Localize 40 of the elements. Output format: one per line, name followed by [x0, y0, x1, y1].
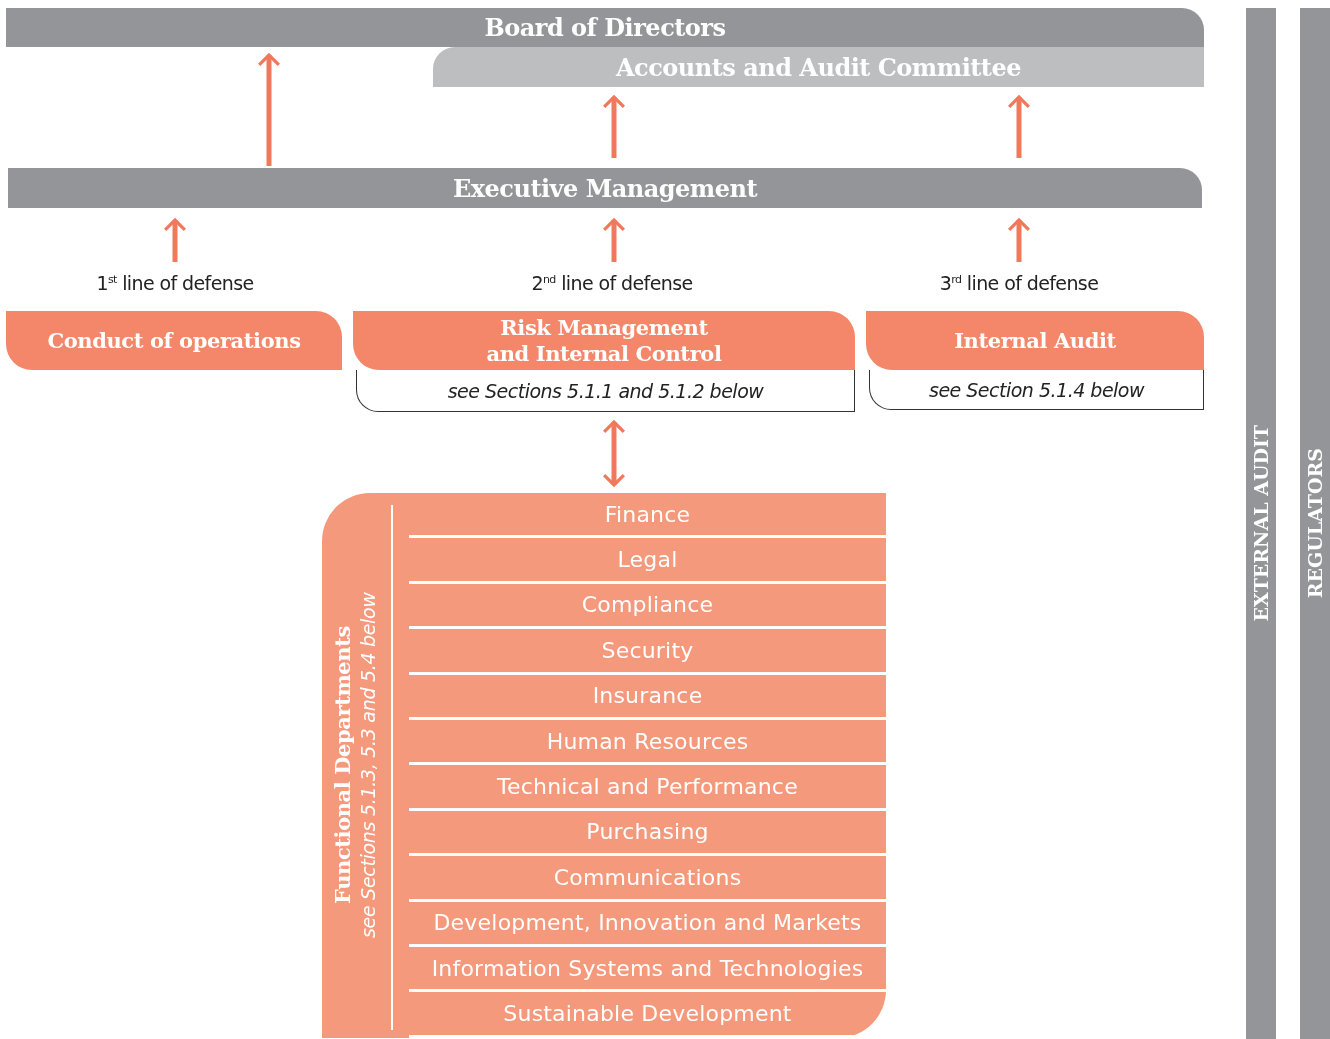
arrow	[602, 218, 626, 262]
card-title: Risk Management and Internal Control	[485, 315, 723, 366]
department-name: Human Resources	[546, 728, 749, 754]
department-name: Purchasing	[586, 819, 709, 845]
side-label: EXTERNAL AUDIT	[1250, 425, 1272, 622]
note-text: see Section 5.1.4 below	[929, 378, 1144, 401]
band-title: Accounts and Audit Committee	[616, 52, 1021, 82]
department-name: Technical and Performance	[497, 774, 798, 800]
panel-title: Functional Departments	[330, 626, 355, 905]
arrow	[257, 53, 281, 166]
arrow	[602, 95, 626, 158]
department-name: Compliance	[581, 592, 714, 618]
note-text: see Sections 5.1.1 and 5.1.2 below	[447, 379, 764, 402]
department-name: Security	[601, 637, 694, 663]
header-band	[6, 8, 1204, 47]
band-title: Executive Management	[452, 173, 758, 203]
header-band	[433, 47, 1204, 87]
defense-line-label: 1$^{st}$ line of defense	[96, 272, 254, 294]
side-label: REGULATORS	[1304, 448, 1326, 599]
department-name: Insurance	[592, 683, 703, 709]
card-title: Internal Audit	[954, 327, 1116, 354]
department-name: Information Systems and Technologies	[431, 955, 864, 981]
department-name: Legal	[617, 547, 678, 573]
defense-line-label: 3$^{rd}$ line of defense	[939, 272, 1099, 294]
department-name: Communications	[553, 864, 742, 890]
arrow	[602, 420, 626, 487]
card-title: Conduct of operations	[47, 327, 301, 354]
arrow	[1007, 218, 1031, 262]
department-panel	[322, 493, 886, 1038]
department-name: Finance	[604, 501, 691, 527]
panel-note: see Sections 5.1.3, 5.3 and 5.4 below	[357, 592, 379, 939]
band-title: Board of Directors	[484, 13, 726, 42]
department-name: Development, Innovation and Markets	[433, 910, 862, 936]
department-name: Sustainable Development	[503, 1001, 792, 1027]
arrow	[1007, 95, 1031, 158]
defense-line-label: 2$^{nd}$ line of defense	[531, 272, 693, 294]
arrow	[163, 218, 187, 262]
side-bar	[1246, 8, 1276, 1039]
header-band	[8, 168, 1202, 208]
side-bar	[1300, 8, 1330, 1039]
